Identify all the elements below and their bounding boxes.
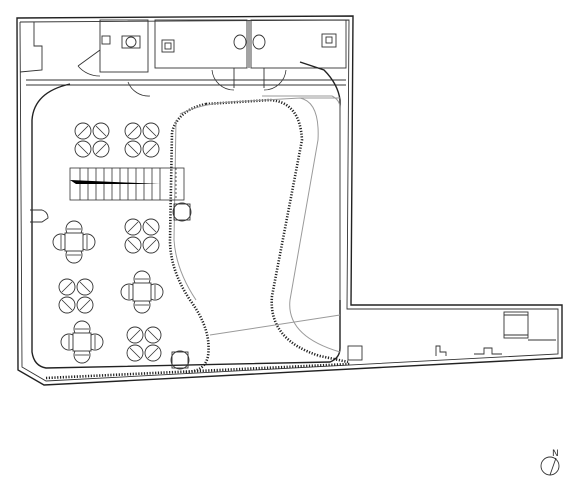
table-four-seat bbox=[124, 218, 160, 254]
fixture-box bbox=[503, 311, 529, 339]
south-wall-dotted bbox=[45, 362, 351, 380]
curved-island-outline bbox=[179, 97, 341, 353]
dining-tables bbox=[52, 122, 164, 364]
sink-icon bbox=[161, 39, 175, 53]
columns bbox=[170, 202, 363, 370]
table-four-seat bbox=[74, 122, 110, 158]
column bbox=[171, 351, 189, 369]
washroom-left bbox=[154, 19, 248, 69]
sink-icon bbox=[321, 33, 337, 48]
column bbox=[347, 345, 363, 361]
staircase bbox=[69, 167, 185, 201]
north-arrow-icon: N bbox=[540, 449, 560, 476]
table-four-seat bbox=[58, 278, 94, 314]
table-four-seat bbox=[124, 122, 160, 158]
service-rooms bbox=[99, 19, 347, 73]
column bbox=[173, 203, 191, 221]
wall-niche bbox=[30, 209, 49, 223]
washroom-right bbox=[250, 19, 347, 69]
outer-walls bbox=[16, 15, 563, 386]
dining-hall-wall bbox=[31, 61, 341, 369]
table-round-four-seat bbox=[52, 220, 96, 264]
table-round-four-seat bbox=[60, 320, 104, 364]
storage-room bbox=[99, 19, 149, 73]
curved-island-dotted bbox=[168, 102, 210, 374]
door-swings bbox=[77, 49, 287, 97]
east-annex bbox=[435, 311, 556, 356]
toilet-icon bbox=[233, 34, 247, 50]
north-arrow-label: N bbox=[552, 449, 559, 459]
table-round-four-seat bbox=[120, 270, 164, 314]
toilet-icon bbox=[252, 34, 266, 50]
table-four-seat bbox=[126, 326, 162, 362]
